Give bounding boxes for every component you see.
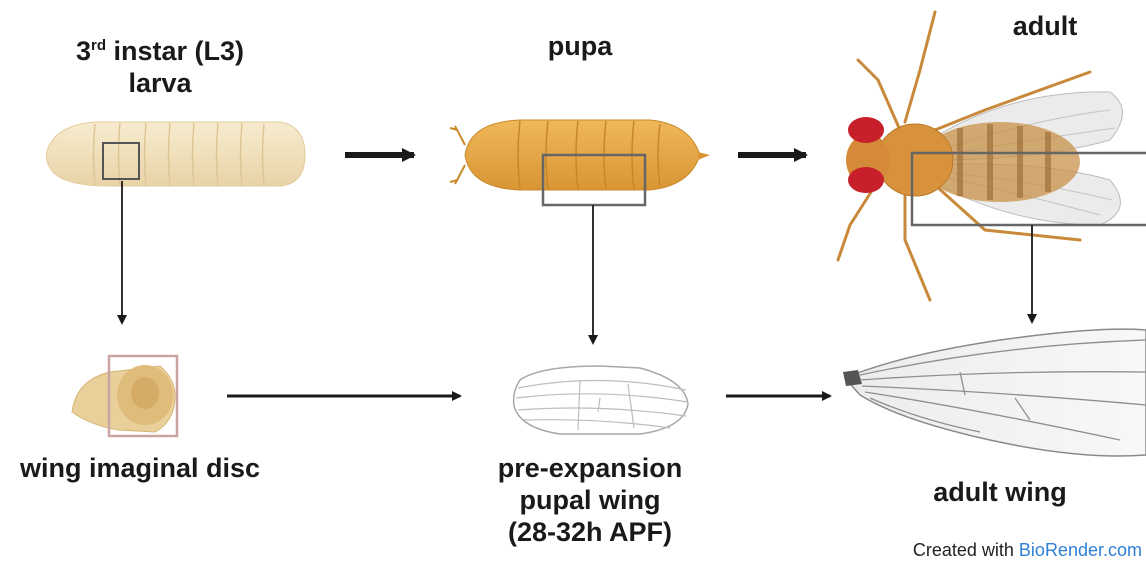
adult-fly-illustration: [838, 12, 1146, 300]
label-pupa: pupa: [520, 30, 640, 62]
credit-brand-link[interactable]: BioRender.com: [1019, 540, 1142, 560]
credit-prefix: Created with: [913, 540, 1019, 560]
label-larva: 3rd instar (L3) larva: [40, 30, 280, 99]
pupal-wing-illustration: [514, 366, 688, 434]
larva-label-number: 3: [76, 36, 91, 66]
adult-wing-illustration: [843, 329, 1146, 456]
label-adult: adult: [990, 10, 1100, 42]
label-wing-imaginal-disc: wing imaginal disc: [10, 452, 270, 484]
label-pupal-wing: pre-expansion pupal wing (28-32h APF): [480, 452, 700, 548]
wing-disc-illustration: [72, 356, 177, 436]
pupal-wing-label-line3: (28-32h APF): [508, 517, 672, 547]
pupa-illustration: [450, 120, 710, 205]
label-adult-wing: adult wing: [910, 476, 1090, 508]
larva-label-line2: larva: [128, 68, 191, 98]
pupal-wing-label-line2: pupal wing: [520, 485, 661, 515]
biorender-credit: Created with BioRender.com: [913, 540, 1142, 561]
larva-illustration: [46, 122, 305, 186]
larva-label-line1: instar (L3): [106, 36, 244, 66]
pupal-wing-label-line1: pre-expansion: [498, 453, 683, 483]
larva-label-superscript: rd: [91, 37, 106, 54]
